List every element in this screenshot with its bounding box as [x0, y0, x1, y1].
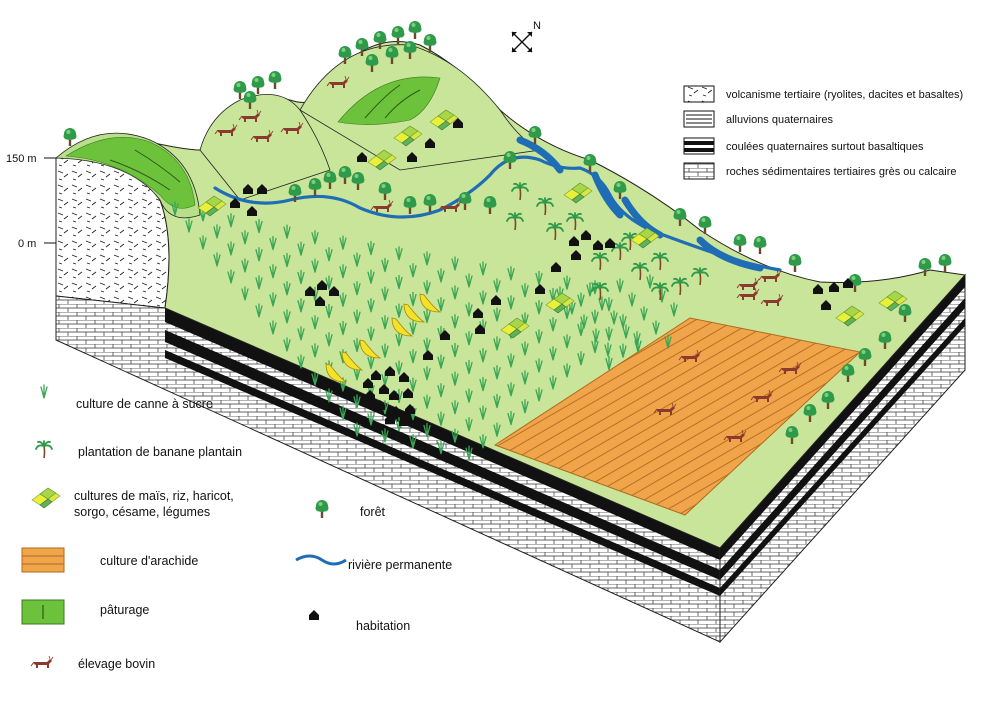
legend-swatch-alluvium	[683, 110, 715, 128]
legend-crops-icon	[31, 487, 61, 509]
elevation-150: 150 m	[6, 153, 37, 165]
legend-pasture-swatch	[21, 599, 65, 625]
legend-sugarcane-icon	[40, 384, 48, 399]
forest-symbol	[251, 76, 265, 94]
legend-forest-icon	[315, 500, 329, 518]
legend-house-icon	[309, 610, 319, 620]
forest-symbol	[788, 254, 802, 272]
forest-symbol	[733, 234, 747, 252]
legend-label-house: habitation	[356, 619, 410, 633]
legend-cattle-icon	[30, 655, 54, 669]
legend-label-basalt: coulées quaternaires surtout basaltiques	[726, 141, 924, 153]
forest-symbol	[268, 71, 282, 89]
middle-hill	[199, 94, 331, 201]
legend-river-icon	[295, 554, 347, 566]
geology-legend: volcanisme tertiaire (ryolites, dacites …	[683, 85, 963, 180]
legend-label-peanut: culture d'arachide	[100, 554, 198, 568]
legend-label-forest: forêt	[360, 505, 386, 519]
legend-label-plantain: plantation de banane plantain	[78, 445, 242, 459]
legend-label-pasture: pâturage	[100, 603, 149, 617]
forest-symbol	[938, 254, 952, 272]
legend-swatch-volcanic	[683, 85, 715, 103]
forest-symbol	[408, 21, 422, 39]
permanent-river	[213, 155, 782, 272]
legend-peanut-swatch	[21, 547, 65, 573]
legend-plantain-icon	[35, 440, 53, 459]
legend-label-crops-2: sorgo, césame, légumes	[74, 505, 210, 519]
legend-label-river: rivière permanente	[348, 558, 452, 572]
legend-swatch-basalt	[683, 137, 715, 155]
forest-symbol	[753, 236, 767, 254]
legend-label-alluvium: alluvions quaternaires	[726, 114, 834, 126]
land-use-legend: culture de canne à sucre plantation de b…	[21, 384, 452, 671]
north-label: N	[533, 20, 541, 32]
elevation-0: 0 m	[18, 238, 36, 250]
back-hill-pasture	[337, 76, 441, 125]
legend-label-crops-1: cultures de maïs, riz, haricot,	[74, 489, 234, 503]
legend-label-volcanic: volcanisme tertiaire (ryolites, dacites …	[726, 89, 963, 101]
legend-swatch-sedimentary	[683, 162, 715, 180]
forest-symbol	[63, 128, 77, 146]
elevation-scale: 150 m 0 m	[6, 153, 56, 250]
legend-label-sugarcane: culture de canne à sucre	[76, 397, 213, 411]
legend-label-sedimentary: roches sédimentaires tertiaires grès ou …	[726, 166, 957, 178]
front-strata-face	[55, 295, 721, 643]
right-strata-face	[719, 273, 966, 644]
compass-rose: N	[511, 20, 541, 53]
legend-label-cattle: élevage bovin	[78, 657, 155, 671]
left-hill-pasture	[65, 137, 196, 209]
